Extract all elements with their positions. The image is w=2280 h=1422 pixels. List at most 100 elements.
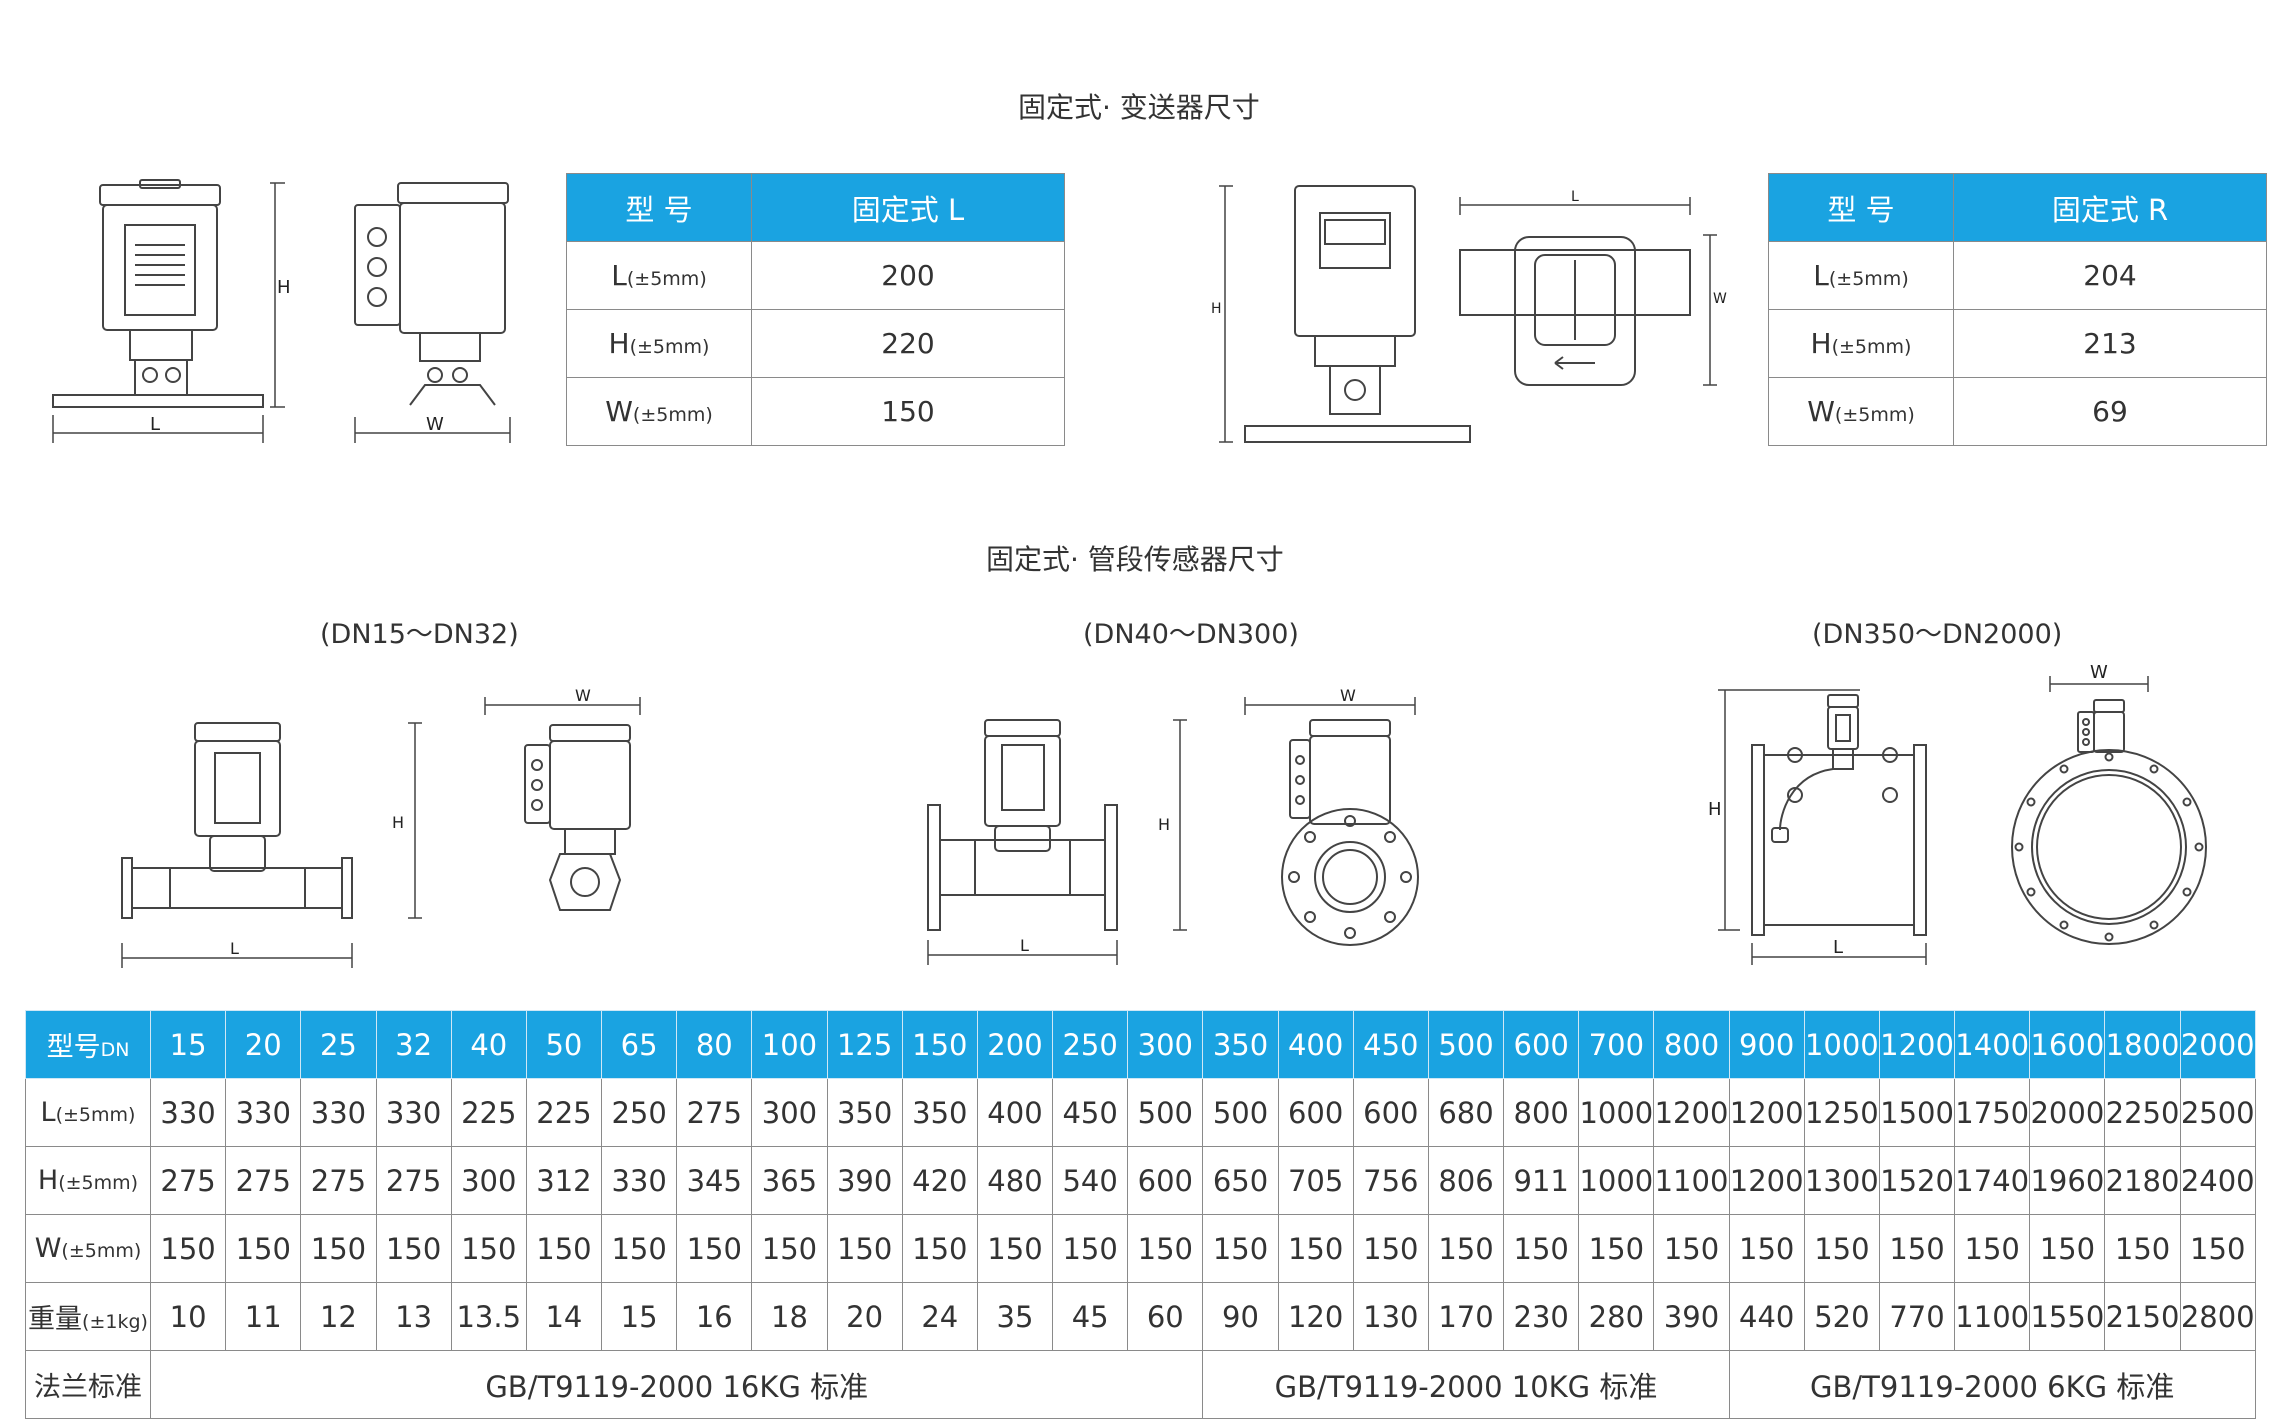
dim-label-h: H (392, 813, 404, 832)
table-cell: 365 (751, 1146, 828, 1215)
table-cell: 330 (149, 1078, 227, 1147)
table-cell: 1500 (1878, 1078, 1956, 1147)
table-cell: 150 (2179, 1214, 2256, 1283)
range-label-small: (DN15～DN32) (320, 619, 519, 650)
table-cell: 150 (1728, 1214, 1805, 1283)
table-cell: 150 (1052, 1214, 1129, 1283)
table-cell: 150 (1427, 1214, 1505, 1283)
table-cell: 330 (300, 1078, 377, 1147)
table-cell: 1550 (2029, 1282, 2106, 1351)
dim-label-h: H (1708, 799, 1722, 820)
table-cell: 480 (976, 1146, 1054, 1215)
table-cell: 330 (601, 1146, 678, 1215)
table-cell: 440 (1728, 1282, 1805, 1351)
table-cell: 150 (1202, 1214, 1279, 1283)
header-dn-cell: 150 (901, 1010, 978, 1079)
table-cell: 390 (826, 1146, 903, 1215)
table-cell: 911 (1503, 1146, 1580, 1215)
table-cell: 150 (751, 1214, 828, 1283)
table-cell: 150 (826, 1214, 903, 1283)
dim-label-h: H (277, 277, 291, 298)
dim-label-w: W (1713, 291, 1727, 307)
table-r-header-model: 型 号 (1768, 173, 1954, 242)
header-dn-cell: 1600 (2029, 1010, 2106, 1079)
table-cell: 150 (1277, 1214, 1354, 1283)
table-l-row-label: H(±5mm) (566, 309, 752, 378)
dim-label-l: L (150, 414, 160, 435)
table-cell: 11 (225, 1282, 302, 1351)
table-cell: 120 (1277, 1282, 1354, 1351)
table-cell: 225 (525, 1078, 603, 1147)
table-l-header-model: 型 号 (566, 173, 752, 242)
table-cell: 150 (1127, 1214, 1204, 1283)
table-cell: 14 (525, 1282, 603, 1351)
table-cell: 390 (1653, 1282, 1730, 1351)
table-cell: 150 (676, 1214, 753, 1283)
table-cell: 2150 (2104, 1282, 2181, 1351)
table-cell: 250 (601, 1078, 678, 1147)
table-cell: 1200 (1653, 1078, 1730, 1147)
transmitter-l-front-drawing: H L (45, 175, 291, 455)
table-cell: 1960 (2029, 1146, 2106, 1215)
header-dn-cell: 125 (826, 1010, 903, 1079)
header-dn-cell: 1200 (1878, 1010, 1956, 1079)
header-dn-cell: 200 (976, 1010, 1054, 1079)
header-dn-cell: 80 (676, 1010, 753, 1079)
table-cell: 600 (1352, 1078, 1429, 1147)
range-label-large: (DN350～DN2000) (1812, 619, 2063, 650)
flange-standard-label: 法兰标准 (25, 1350, 151, 1419)
transmitter-dimensions-title: 固定式· 变送器尺寸 (1018, 91, 1260, 124)
transmitter-r-front-drawing: H (1211, 178, 1485, 458)
table-l-row-value: 150 (751, 377, 1065, 446)
header-dn-cell: 1000 (1803, 1010, 1880, 1079)
table-cell: 1000 (1578, 1146, 1655, 1215)
table-cell: 420 (901, 1146, 978, 1215)
table-cell: 280 (1578, 1282, 1655, 1351)
range-label-medium: (DN40～DN300) (1083, 619, 1299, 650)
table-cell: 150 (225, 1214, 302, 1283)
table-cell: 16 (676, 1282, 753, 1351)
table-l-header-type: 固定式 L (751, 173, 1065, 242)
sensor-large-side-drawing: W (2010, 662, 2230, 970)
table-cell: 150 (601, 1214, 678, 1283)
table-cell: 2250 (2104, 1078, 2181, 1147)
table-r-row-label: W(±5mm) (1768, 377, 1954, 446)
header-dn-cell: 2000 (2179, 1010, 2256, 1079)
table-cell: 275 (149, 1146, 227, 1215)
table-cell: 540 (1052, 1146, 1129, 1215)
header-dn-cell: 300 (1127, 1010, 1204, 1079)
sensor-medium-front-drawing: L H (920, 715, 1250, 975)
table-r-header-type: 固定式 R (1953, 173, 2267, 242)
table-cell: 45 (1052, 1282, 1129, 1351)
table-cell: 2180 (2104, 1146, 2181, 1215)
header-dn-cell: 40 (450, 1010, 527, 1079)
row-label: W(±5mm) (25, 1214, 151, 1283)
header-dn-cell: 900 (1728, 1010, 1805, 1079)
table-cell: 330 (375, 1078, 452, 1147)
table-cell: 500 (1202, 1078, 1279, 1147)
header-dn-cell: 500 (1427, 1010, 1505, 1079)
header-dn-cell: 800 (1653, 1010, 1730, 1079)
table-cell: 24 (901, 1282, 978, 1351)
table-cell: 230 (1503, 1282, 1580, 1351)
table-cell: 450 (1052, 1078, 1129, 1147)
dim-label-h: H (1211, 301, 1222, 317)
table-cell: 150 (976, 1214, 1054, 1283)
table-cell: 520 (1803, 1282, 1880, 1351)
transmitter-l-side-drawing: W (350, 175, 520, 455)
table-cell: 500 (1127, 1078, 1204, 1147)
header-dn-cell: 600 (1503, 1010, 1580, 1079)
table-cell: 705 (1277, 1146, 1354, 1215)
table-cell: 770 (1878, 1282, 1956, 1351)
row-label: 重量(±1kg) (25, 1282, 151, 1351)
table-cell: 1520 (1878, 1146, 1956, 1215)
header-dn-cell: 450 (1352, 1010, 1429, 1079)
table-cell: 1750 (1954, 1078, 2031, 1147)
header-model-dn: 型号DN (25, 1010, 151, 1079)
table-cell: 150 (300, 1214, 377, 1283)
